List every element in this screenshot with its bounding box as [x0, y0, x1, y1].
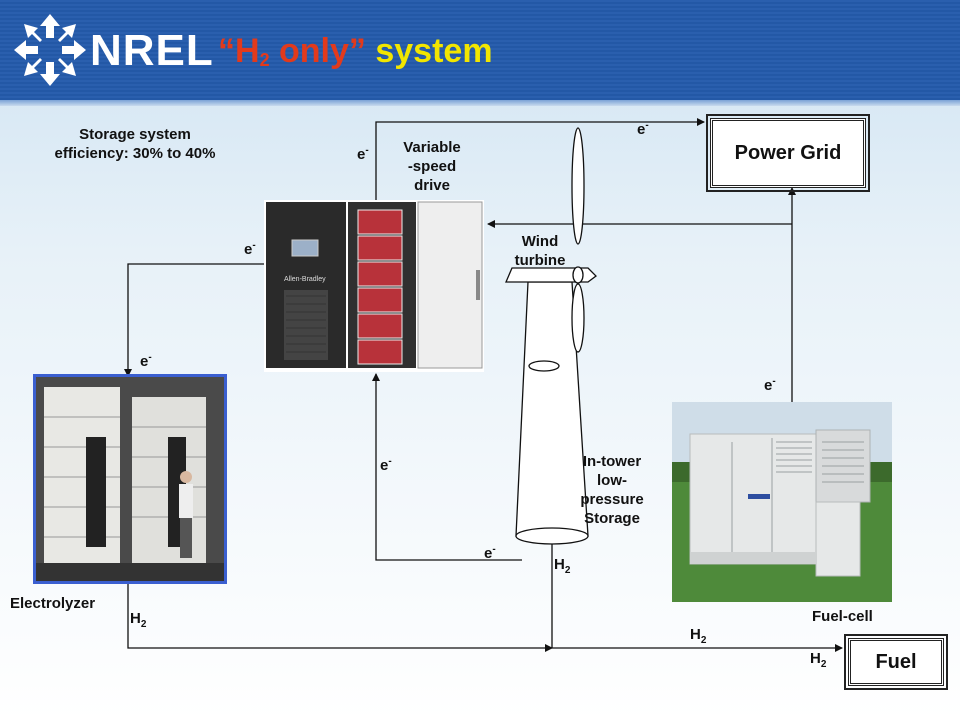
- hydrogen-letter: H: [810, 650, 821, 667]
- electron-letter: e: [357, 146, 366, 163]
- title-part1: “H: [218, 32, 260, 70]
- hydrogen-subscript: 2: [700, 635, 707, 646]
- variable-speed-drive-label: Variable -speed drive: [403, 139, 461, 194]
- electrolyzer-h2-line: [127, 584, 553, 652]
- nrel-logo-text: NREL: [90, 26, 214, 75]
- fuel-cell-label: Fuel-cell: [812, 608, 873, 625]
- electrolyzer-label: Electrolyzer: [10, 595, 96, 612]
- electron-superscript: -: [365, 145, 369, 156]
- fuel-cell-image: [672, 402, 892, 602]
- electron-label: e-: [380, 456, 392, 474]
- title-part2: only”: [269, 32, 366, 70]
- electron-letter: e: [764, 377, 773, 394]
- drive-to-electrolyzer-line: [124, 263, 264, 377]
- electron-superscript: -: [645, 120, 649, 131]
- electron-letter: e: [380, 457, 389, 474]
- electron-superscript: -: [772, 376, 776, 387]
- power-grid-box: Power Grid: [706, 114, 870, 192]
- storage-efficiency-label: Storage system efficiency: 30% to 40%: [54, 126, 216, 162]
- title-part3: system: [365, 32, 493, 70]
- fuel-box: Fuel: [844, 634, 948, 690]
- page-title: “H2 only” system: [218, 32, 493, 71]
- hydrogen-label: H2: [810, 650, 826, 670]
- electron-letter: e: [637, 121, 646, 138]
- electron-letter: e: [140, 353, 149, 370]
- hydrogen-letter: H: [130, 610, 141, 627]
- hydrogen-label: H2: [554, 556, 570, 576]
- wind-turbine-label: Wind turbine: [514, 233, 566, 269]
- header-stripe: [0, 100, 960, 106]
- electron-label: e-: [637, 120, 649, 138]
- electrolyzer-image: [33, 374, 227, 584]
- electron-letter: e: [244, 241, 253, 258]
- title-subscript: 2: [259, 50, 270, 70]
- electron-label: e-: [357, 145, 369, 163]
- header-bar: [0, 0, 960, 100]
- electron-letter: e: [484, 545, 493, 562]
- electron-superscript: -: [148, 352, 152, 363]
- electron-superscript: -: [492, 544, 496, 555]
- electron-superscript: -: [252, 240, 256, 251]
- hydrogen-label: H2: [130, 610, 146, 630]
- in-tower-storage-label: In-tower low- pressure Storage: [580, 453, 644, 527]
- drive-brand-label: Allen-Bradley: [284, 276, 326, 283]
- hydrogen-subscript: 2: [564, 565, 571, 576]
- hydrogen-letter: H: [554, 556, 565, 573]
- hydrogen-label: H2: [690, 626, 706, 646]
- electron-label: e-: [764, 376, 776, 394]
- hydrogen-subscript: 2: [140, 619, 147, 630]
- electron-label: e-: [140, 352, 152, 370]
- electron-label: e-: [484, 544, 496, 562]
- storage-to-drive-line: [372, 373, 522, 561]
- nrel-logo-icon: [14, 14, 86, 91]
- electron-label: e-: [244, 240, 256, 258]
- hydrogen-letter: H: [690, 626, 701, 643]
- variable-speed-drive-image: Allen-Bradley: [264, 200, 484, 372]
- drive-to-grid-line: [375, 118, 705, 200]
- electron-superscript: -: [388, 456, 392, 467]
- hydrogen-subscript: 2: [820, 659, 827, 670]
